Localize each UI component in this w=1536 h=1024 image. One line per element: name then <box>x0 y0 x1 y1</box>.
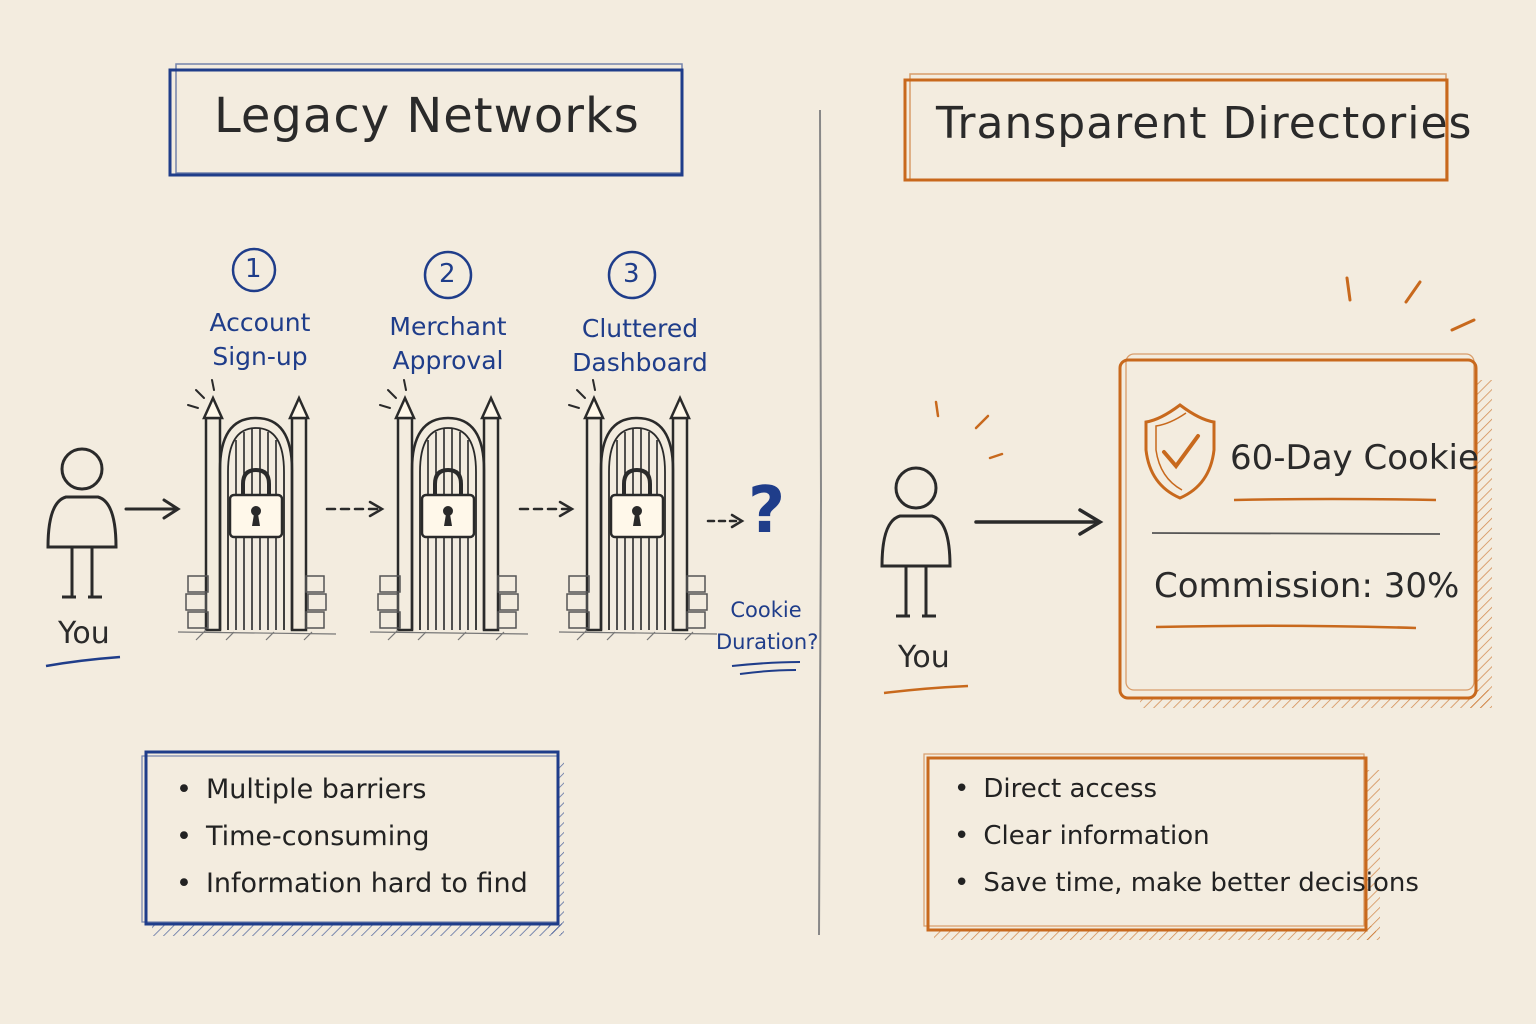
person-icon <box>880 466 952 618</box>
panel-divider <box>818 109 823 936</box>
step-3-label: Cluttered Dashboard <box>562 312 718 380</box>
cookie-duration-line2: Duration? <box>716 630 819 654</box>
locked-gate-icon <box>176 378 338 642</box>
cookie-duration-label: Cookie Duration? <box>716 594 819 658</box>
cookie-headline: 60-Day Cookie <box>1230 438 1479 478</box>
list-item: Direct access <box>954 766 1419 813</box>
shield-check-icon <box>1144 403 1216 500</box>
person-icon <box>46 447 118 599</box>
list-item: Clear information <box>954 813 1419 860</box>
you-label-right: You <box>898 640 950 675</box>
list-item: Multiple barriers <box>176 766 528 813</box>
cookie-underline <box>1233 497 1437 502</box>
step-2-number: 2 <box>439 259 456 289</box>
step-1-label-line2: Sign-up <box>212 342 308 371</box>
you-underline-right <box>883 684 969 695</box>
locked-gate-icon <box>557 378 719 642</box>
step-1-number: 1 <box>245 254 262 284</box>
arrow-icon <box>124 498 181 520</box>
step-3-label-line1: Cluttered <box>581 314 699 343</box>
left-bullet-list: Multiple barriers Time-consuming Informa… <box>176 766 528 907</box>
step-2-label-line1: Merchant <box>389 312 507 341</box>
list-item: Information hard to find <box>176 860 528 907</box>
locked-gate-icon <box>368 378 530 642</box>
you-label-left: You <box>58 616 110 651</box>
card-divider <box>1151 532 1441 535</box>
step-2-circle <box>423 250 473 300</box>
right-title: Transparent Directories <box>936 98 1473 149</box>
question-mark-icon: ? <box>748 474 786 548</box>
left-title: Legacy Networks <box>214 88 640 144</box>
list-item: Save time, make better decisions <box>954 860 1419 907</box>
step-1-label: Account Sign-up <box>190 306 330 374</box>
list-item: Time-consuming <box>176 813 528 860</box>
cookie-duration-underline <box>731 661 801 675</box>
dashed-arrow-icon <box>325 500 745 529</box>
step-1-label-line1: Account <box>209 308 311 337</box>
offer-card <box>1118 358 1478 700</box>
step-3-label-line2: Dashboard <box>572 348 708 377</box>
cookie-duration-line1: Cookie <box>730 598 802 622</box>
step-3-number: 3 <box>623 259 640 289</box>
commission-underline <box>1155 624 1417 630</box>
right-bullet-list: Direct access Clear information Save tim… <box>954 766 1419 907</box>
card-sparkles <box>1345 276 1476 332</box>
step-2-label: Merchant Approval <box>376 310 520 378</box>
commission-value: Commission: 30% <box>1154 566 1460 606</box>
arrow-icon <box>974 508 1104 536</box>
step-2-label-line2: Approval <box>392 346 504 375</box>
sparkle-marks <box>934 400 1004 460</box>
step-3-circle <box>607 250 657 300</box>
step-1-circle <box>231 247 277 293</box>
you-underline-left <box>45 655 121 668</box>
